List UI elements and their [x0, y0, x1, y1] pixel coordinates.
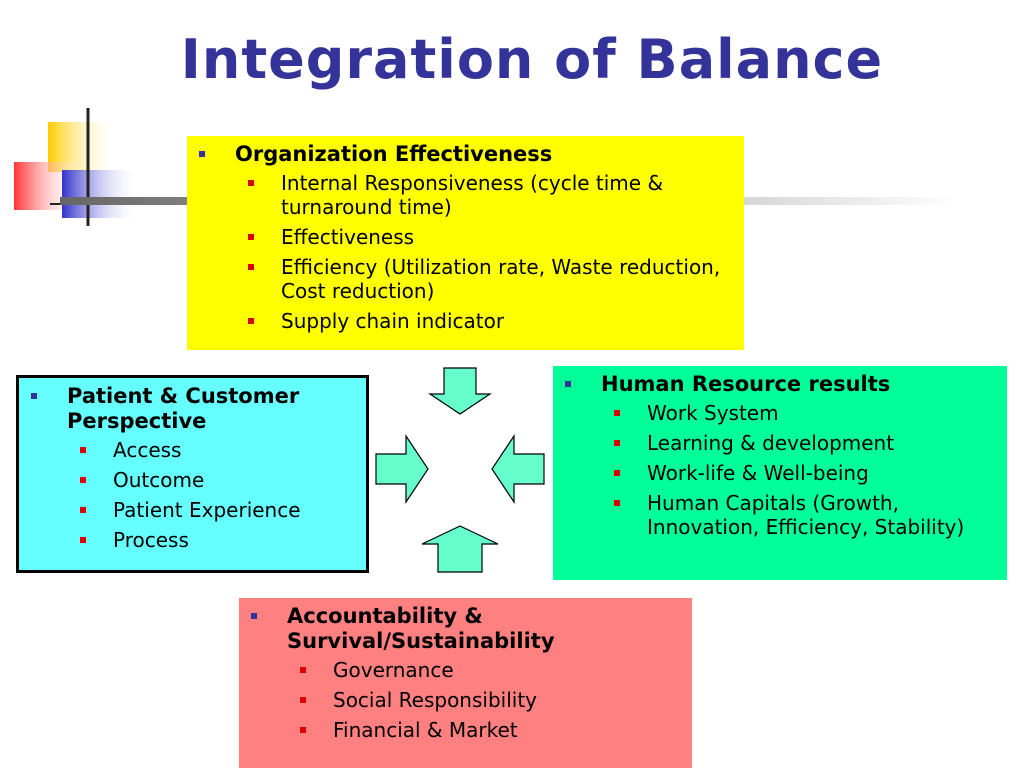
hr-item: Work-life & Well-being: [601, 461, 995, 485]
accountability-item: Social Responsibility: [287, 688, 680, 712]
organization-item: Internal Responsiveness (cycle time & tu…: [235, 171, 732, 219]
organization-effectiveness-box: Organization Effectiveness Internal Resp…: [187, 136, 744, 350]
accountability-heading: Accountability & Survival/Sustainability: [251, 604, 680, 654]
patient-heading: Patient & Customer Perspective: [31, 384, 354, 434]
arrow-down-icon: [428, 367, 492, 415]
organization-item: Effectiveness: [235, 225, 732, 249]
hr-item: Work System: [601, 401, 995, 425]
hr-item: Learning & development: [601, 431, 995, 455]
patient-item: Outcome: [67, 468, 354, 492]
arrow-left-icon: [491, 434, 545, 504]
organization-item: Supply chain indicator: [235, 309, 732, 333]
organization-item: Efficiency (Utilization rate, Waste redu…: [235, 255, 732, 303]
arrows-group: [375, 367, 545, 573]
deco-blue-square: [62, 170, 140, 218]
arrow-up-icon: [421, 525, 499, 573]
patient-item: Access: [67, 438, 354, 462]
accountability-item: Governance: [287, 658, 680, 682]
accountability-item: Financial & Market: [287, 718, 680, 742]
patient-item: Patient Experience: [67, 498, 354, 522]
arrow-right-icon: [375, 434, 429, 504]
organization-heading: Organization Effectiveness: [199, 142, 732, 167]
hr-item: Human Capitals (Growth, Innovation, Effi…: [601, 491, 995, 539]
human-resource-box: Human Resource results Work System Learn…: [553, 366, 1007, 580]
page-title: Integration of Balance: [180, 28, 884, 91]
hr-heading: Human Resource results: [565, 372, 995, 397]
decorative-squares: [14, 108, 190, 226]
accountability-box: Accountability & Survival/Sustainability…: [239, 598, 692, 768]
patient-customer-box: Patient & Customer Perspective Access Ou…: [16, 375, 369, 573]
patient-item: Process: [67, 528, 354, 552]
